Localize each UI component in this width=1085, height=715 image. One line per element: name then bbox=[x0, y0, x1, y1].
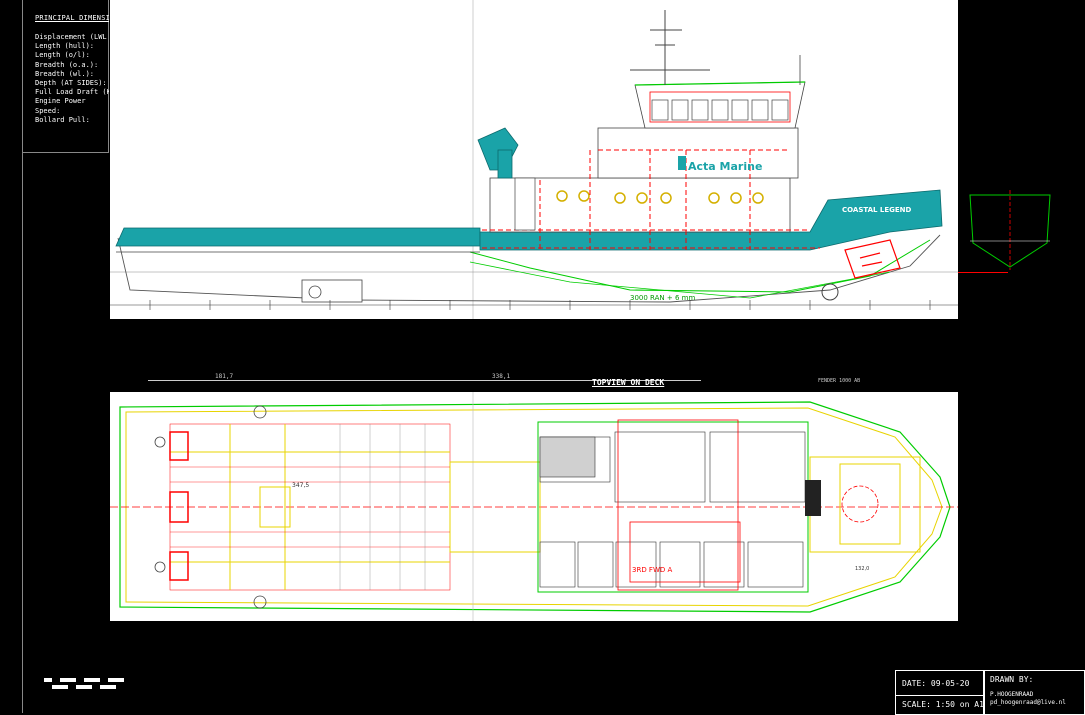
dim-item: Engine Power bbox=[35, 97, 86, 106]
dim-item: Speed: bbox=[35, 106, 61, 115]
top-view-dim-left: 181,7 bbox=[215, 373, 234, 380]
dim-item: Breadth (wl.): bbox=[35, 69, 95, 78]
dim-item: Length (hull): bbox=[35, 42, 95, 51]
top-view-dimension-line bbox=[148, 380, 701, 381]
tank-label: 3000 RAN + 6 mm bbox=[630, 294, 695, 302]
principal-dimensions: PRINCIPAL DIMENSIONS Displacement (LWL L… bbox=[35, 14, 109, 125]
dim-item: Depth (AT SIDES): bbox=[35, 79, 107, 88]
title-block-date: DATE: 09-05-20 SCALE: 1:50 on A1 bbox=[895, 670, 985, 715]
top-view-dim-right: FENDER 1000 AB bbox=[818, 378, 861, 384]
bow-dim-label: 132,0 bbox=[855, 566, 869, 572]
brand-label: Acta Marine bbox=[688, 160, 762, 173]
deck-label-2: 3RD FWD A bbox=[632, 566, 672, 574]
top-view-title: TOPVIEW ON DECK bbox=[592, 378, 665, 387]
top-view-drawing: 347,5 3RD FWD A 132,0 bbox=[110, 392, 958, 621]
top-view-sheet: 347,5 3RD FWD A 132,0 bbox=[110, 392, 958, 621]
title-block-drawn: DRAWN BY: P.HOOGENRAAD pd_hoogenraad@liv… bbox=[983, 670, 1085, 715]
scale-text: SCALE: 1:50 on A1 bbox=[902, 700, 984, 709]
cross-section-drawing bbox=[969, 190, 1051, 270]
date-text: DATE: 09-05-20 bbox=[902, 679, 970, 688]
dim-item: Length (o/l): bbox=[35, 51, 90, 60]
dim-item: Bollard Pull: bbox=[35, 115, 90, 124]
frame-line-left bbox=[22, 0, 23, 713]
title-block-divider bbox=[896, 695, 984, 696]
top-view-dim-total: 338,1 bbox=[492, 373, 511, 380]
principal-dimensions-title: PRINCIPAL DIMENSIONS bbox=[35, 14, 109, 22]
drawn-by-label: DRAWN BY: bbox=[990, 675, 1034, 684]
frame-line-right-of-dims bbox=[108, 0, 109, 152]
waterline-extension bbox=[958, 272, 1008, 273]
drawn-by-name: P.HOOGENRAAD bbox=[990, 691, 1034, 698]
frame-line-under-dims bbox=[22, 152, 109, 153]
deck-label-1: 347,5 bbox=[292, 482, 309, 489]
drawn-by-email: pd_hoogenraad@live.nl bbox=[990, 699, 1066, 706]
scale-bar bbox=[44, 678, 124, 689]
dim-item: Displacement (LWL bbox=[35, 33, 107, 41]
dim-item: Full Load Draft (KE bbox=[35, 88, 109, 97]
vessel-name-label: COASTAL LEGEND bbox=[842, 206, 912, 214]
side-view-sheet: Acta Marine COASTAL LEGEND 3000 RAN + 6 … bbox=[110, 0, 958, 319]
side-view-drawing: Acta Marine COASTAL LEGEND 3000 RAN + 6 … bbox=[110, 0, 958, 319]
principal-dimensions-list: Displacement (LWL Length (hull): Length … bbox=[35, 33, 109, 125]
dim-item: Breadth (o.a.): bbox=[35, 60, 99, 69]
